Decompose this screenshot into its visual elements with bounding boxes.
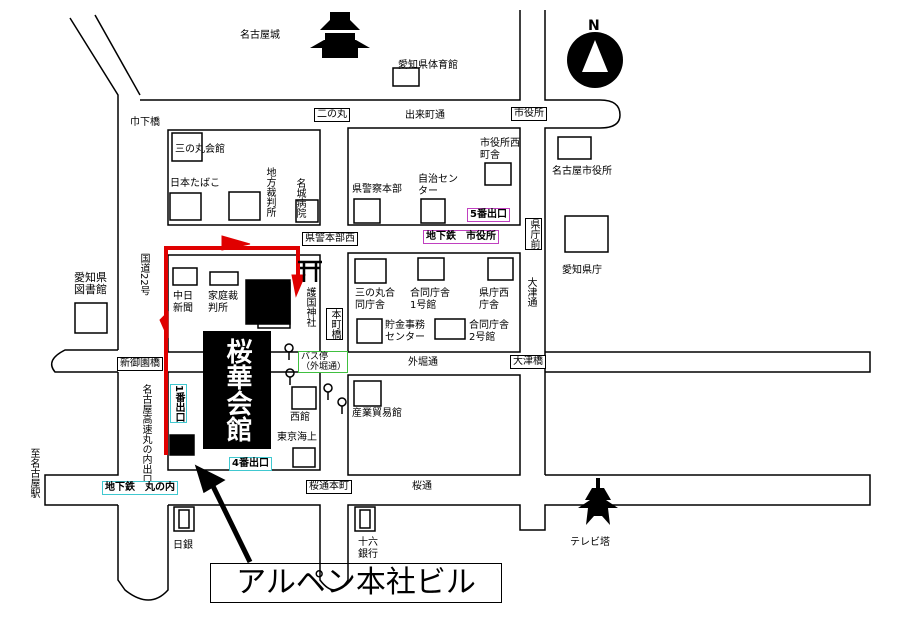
label-sannomaru-gov: 三の丸合同庁舎 [355, 288, 395, 311]
building-sakura-kaikan: 桜華会館 [203, 331, 271, 449]
building-block [245, 279, 291, 325]
label-jt: 日本たばこ [170, 178, 220, 189]
label-sakuradori: 桜通 [412, 481, 432, 492]
label-exit5: 5番出口 [467, 208, 510, 222]
pointer-arrow [194, 464, 253, 564]
north-arrow-icon [567, 32, 623, 88]
road-line [140, 10, 521, 101]
map-title: アルペン本社ビル [210, 563, 502, 603]
label-tokio: 東京海上 [277, 432, 317, 443]
label-nishikan: 西館 [290, 412, 310, 423]
label-exit4: 4番出口 [229, 457, 272, 471]
label-boj: 日銀 [173, 540, 193, 551]
label-trade: 産業貿易館 [352, 408, 402, 419]
road-line [94, 14, 141, 96]
label-ninomaru: 二の丸 [314, 108, 350, 122]
road-line [69, 17, 119, 350]
label-castle: 名古屋城 [240, 30, 280, 41]
label-route22: 国道22号 [138, 253, 149, 296]
road-line [50, 349, 118, 373]
label-honmachi: 本町橋 [326, 308, 343, 340]
label-family-court: 家庭裁判所 [208, 291, 238, 314]
label-chunichi: 中日新聞 [173, 291, 193, 314]
tv-tower-icon [578, 478, 618, 525]
building-outlines [74, 67, 609, 468]
label-otsubashi: 大津橋 [510, 355, 546, 369]
label-nagoya-city: 名古屋市役所 [552, 166, 612, 177]
label-tvtower: テレビ塔 [570, 537, 610, 548]
label-otsu: 大津通 [525, 277, 536, 307]
label-police: 県警察本部 [352, 184, 402, 195]
label-savings: 貯金事務センター [385, 320, 425, 343]
label-dekimachi: 出来町通 [405, 110, 445, 121]
label-gokoku: 護国神社 [304, 287, 315, 327]
label-subway-marunouchi: 地下鉄 丸の内 [102, 481, 178, 495]
label-jichi: 自治センター [418, 174, 458, 197]
route-path [159, 235, 306, 455]
label-gov2: 合同庁舎2号館 [469, 320, 509, 343]
label-exit1: 1番出口 [170, 384, 187, 423]
road-line [44, 372, 119, 506]
label-to-station: 至名古屋駅 [28, 448, 39, 498]
block [347, 374, 521, 476]
label-sotobori: 外堀通 [408, 357, 438, 368]
label-kencho-mae: 県庁前 [525, 218, 542, 250]
label-meijo: 名城病院 [294, 178, 305, 218]
road-line [545, 351, 871, 373]
torii-icon [298, 260, 322, 282]
castle-icon [310, 12, 370, 58]
label-nishi-cho: 市役所西町舎 [480, 138, 520, 161]
label-busstop: バス停（外堀通） [298, 351, 348, 373]
label-court: 地方裁判所 [264, 167, 275, 217]
label-gov1: 合同庁舎1号館 [410, 288, 450, 311]
label-pref-west: 県庁西庁舎 [479, 288, 509, 311]
bank-icon [173, 506, 376, 532]
label-gym: 愛知県体育館 [398, 60, 458, 71]
label-subway-shiyakusho: 地下鉄 市役所 [423, 230, 499, 244]
road-line [117, 505, 169, 601]
headquarters-building [169, 434, 195, 456]
label-expressway: 名古屋高速丸の内出口 [140, 384, 151, 484]
bus-stop-icon [284, 343, 347, 414]
label-shiyakusho-st: 市役所 [511, 107, 547, 121]
road-line [544, 10, 621, 475]
block [347, 252, 521, 353]
label-sannomaru-hall: 三の丸会館 [175, 144, 225, 155]
block [347, 127, 521, 226]
label-police-west: 県警本部西 [302, 232, 358, 246]
road-line [168, 474, 871, 591]
block [167, 129, 321, 226]
label-shingoen: 新御園橋 [117, 357, 163, 371]
label-aichi-pref: 愛知県庁 [562, 265, 602, 276]
label-shimohashi: 巾下橋 [130, 117, 160, 128]
label-library: 愛知県図書館 [74, 271, 107, 296]
label-sakura-honmachi: 桜通本町 [306, 480, 352, 494]
label-juroku: 十六銀行 [358, 537, 378, 560]
north-label: N [588, 18, 600, 34]
